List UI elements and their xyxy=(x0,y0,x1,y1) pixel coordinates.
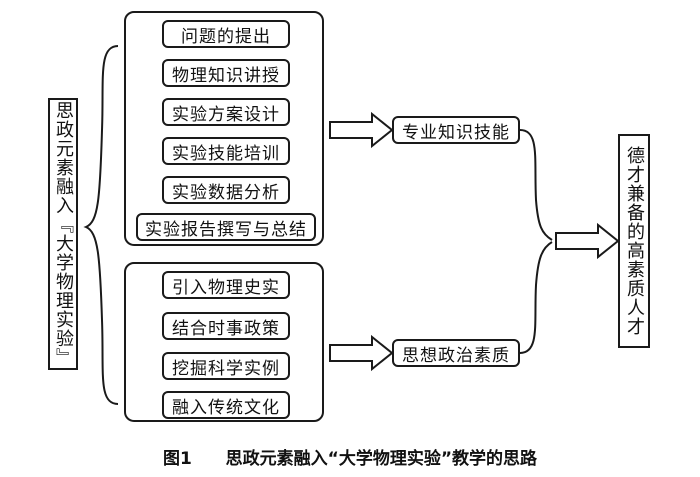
item-experiment-design: 实验方案设计 xyxy=(162,98,290,126)
final-outcome-label: 德才兼备的高素质人才 xyxy=(624,146,645,336)
figure-caption: 图1 思政元素融入“大学物理实验”教学的思路 xyxy=(0,444,700,469)
figure-title: 思政元素融入“大学物理实验”教学的思路 xyxy=(225,449,538,469)
final-outcome-box: 德才兼备的高素质人才 xyxy=(618,134,650,348)
knowledge-group-panel xyxy=(124,11,324,246)
item-science-examples: 挖掘科学实例 xyxy=(162,352,290,380)
top-outcome-connector xyxy=(519,129,553,241)
bottom-outcome-connector xyxy=(519,241,553,354)
left-topic-label: 思政元素融入『大学物理实验』 xyxy=(53,101,74,367)
item-physics-history: 引入物理史实 xyxy=(162,271,290,299)
item-report-writing: 实验报告撰写与总结 xyxy=(136,213,316,241)
left-topic-box: 思政元素融入『大学物理实验』 xyxy=(48,98,78,370)
arrow-to-top-outcome xyxy=(329,111,394,149)
arrow-to-bottom-outcome xyxy=(329,334,394,372)
item-traditional-culture: 融入传统文化 xyxy=(162,391,290,419)
outcome-ideological-quality: 思想政治素质 xyxy=(392,339,520,367)
outcome-professional-skills: 专业知识技能 xyxy=(392,116,520,144)
item-data-analysis: 实验数据分析 xyxy=(162,176,290,204)
ideology-group-panel xyxy=(124,262,324,422)
item-skill-training: 实验技能培训 xyxy=(162,137,290,165)
item-current-policy: 结合时事政策 xyxy=(162,312,290,340)
left-brace xyxy=(83,45,119,405)
arrow-to-final xyxy=(555,222,620,260)
item-problem-posing: 问题的提出 xyxy=(162,20,290,48)
figure-number: 图1 xyxy=(162,449,192,469)
item-physics-teaching: 物理知识讲授 xyxy=(162,59,290,87)
